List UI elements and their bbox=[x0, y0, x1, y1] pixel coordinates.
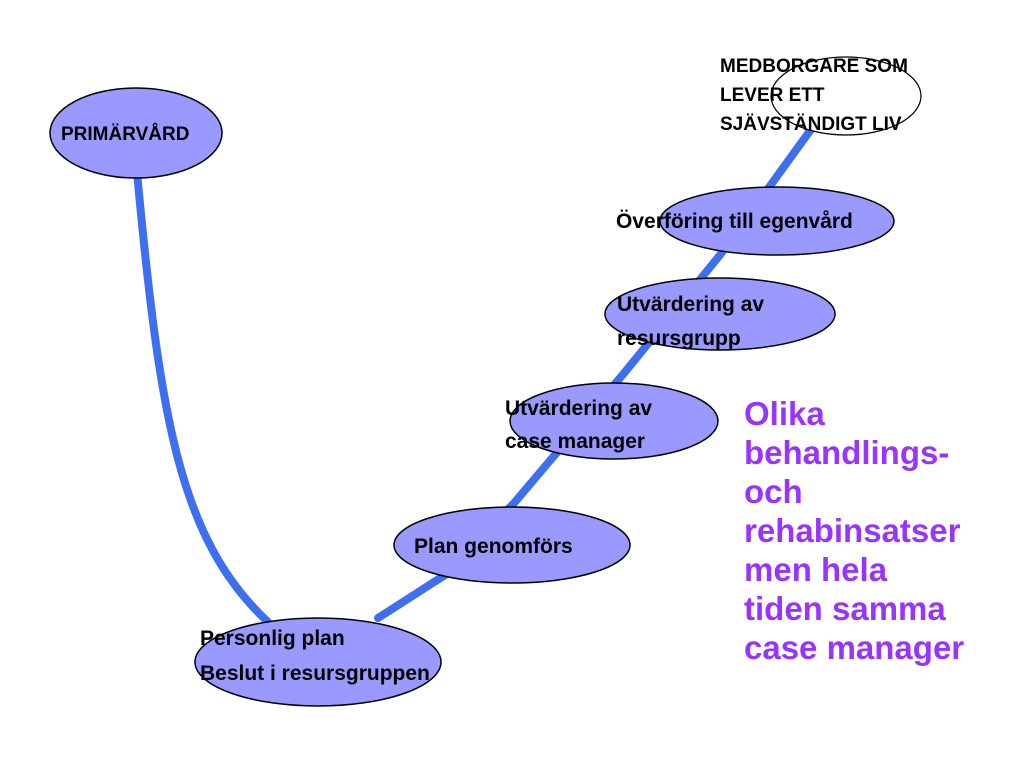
svg-text:Överföring till egenvård: Överföring till egenvård bbox=[616, 210, 853, 233]
node-primarvard: PRIMÄRVÅRD bbox=[49, 87, 223, 179]
node-medborgare-line-1: MEDBORGARE SOM bbox=[720, 56, 908, 77]
side-note-line-7: case manager bbox=[744, 629, 965, 666]
svg-text:MEDBORGARE SOM LEVER ETT: MEDBORGARE SOM LEVER ETT SJÄVSTÄNDIGT LI… bbox=[720, 56, 913, 135]
node-utv-case-manager-line-2: case manager bbox=[505, 430, 645, 453]
side-note-line-5: men hela bbox=[744, 551, 888, 588]
node-medborgare-ellipse bbox=[770, 56, 922, 136]
side-note-line-3: och bbox=[744, 473, 803, 510]
node-utv-case-manager-line-1: Utvärdering av bbox=[505, 397, 652, 420]
node-personlig-plan-ellipse bbox=[194, 617, 442, 707]
node-overforing-label: Överföring till egenvård bbox=[616, 210, 853, 233]
svg-text:Plan genomförs: Plan genomförs bbox=[414, 535, 573, 558]
node-medborgare: MEDBORGARE SOM LEVER ETT SJÄVSTÄNDIGT LI… bbox=[720, 56, 922, 136]
node-primarvard-label: PRIMÄRVÅRD bbox=[61, 124, 189, 145]
node-overforing: Överföring till egenvård bbox=[616, 186, 895, 256]
node-personlig-plan-line-2: Beslut i resursgruppen bbox=[200, 662, 430, 685]
svg-text:Utvärdering av resursgru: Utvärdering av resursgrupp bbox=[617, 293, 770, 350]
node-personlig-plan: Personlig plan Beslut i resursgruppen bbox=[194, 617, 442, 707]
side-note: Olika behandlings- och rehabinsatser men… bbox=[744, 394, 1019, 667]
side-note-line-1: Olika bbox=[744, 395, 825, 432]
node-personlig-plan-line-1: Personlig plan bbox=[200, 627, 345, 650]
node-plan-genomfors-ellipse bbox=[393, 506, 631, 584]
node-primarvard-ellipse bbox=[49, 87, 223, 179]
node-medborgare-line-3: SJÄVSTÄNDIGT LIV bbox=[720, 114, 902, 135]
side-note-line-6: tiden samma bbox=[744, 590, 946, 627]
side-note-line-2: behandlings- bbox=[744, 434, 950, 471]
node-medborgare-line-2: LEVER ETT bbox=[720, 85, 825, 106]
side-note-line-4: rehabinsatser bbox=[744, 512, 961, 549]
node-utv-resursgrupp: Utvärdering av resursgrupp bbox=[604, 277, 836, 351]
node-utv-case-manager-ellipse bbox=[509, 382, 719, 460]
node-plan-genomfors: Plan genomförs bbox=[393, 506, 631, 584]
node-plan-genomfors-label: Plan genomförs bbox=[414, 535, 573, 558]
path-line-primarvard-to-plan bbox=[133, 168, 272, 626]
svg-text:Personlig plan Beslut i: Personlig plan Beslut i resursgruppen bbox=[200, 627, 430, 685]
node-utv-case-manager: Utvärdering av case manager bbox=[505, 382, 719, 460]
node-utv-resursgrupp-line-1: Utvärdering av bbox=[617, 293, 764, 316]
node-utv-resursgrupp-line-2: resursgrupp bbox=[617, 327, 741, 350]
svg-text:Utvärdering av case mana: Utvärdering av case manager bbox=[505, 397, 658, 453]
node-utv-resursgrupp-ellipse bbox=[604, 277, 836, 351]
node-overforing-ellipse bbox=[659, 186, 895, 256]
svg-text:PRIMÄRVÅRD: PRIMÄRVÅRD bbox=[61, 124, 189, 145]
